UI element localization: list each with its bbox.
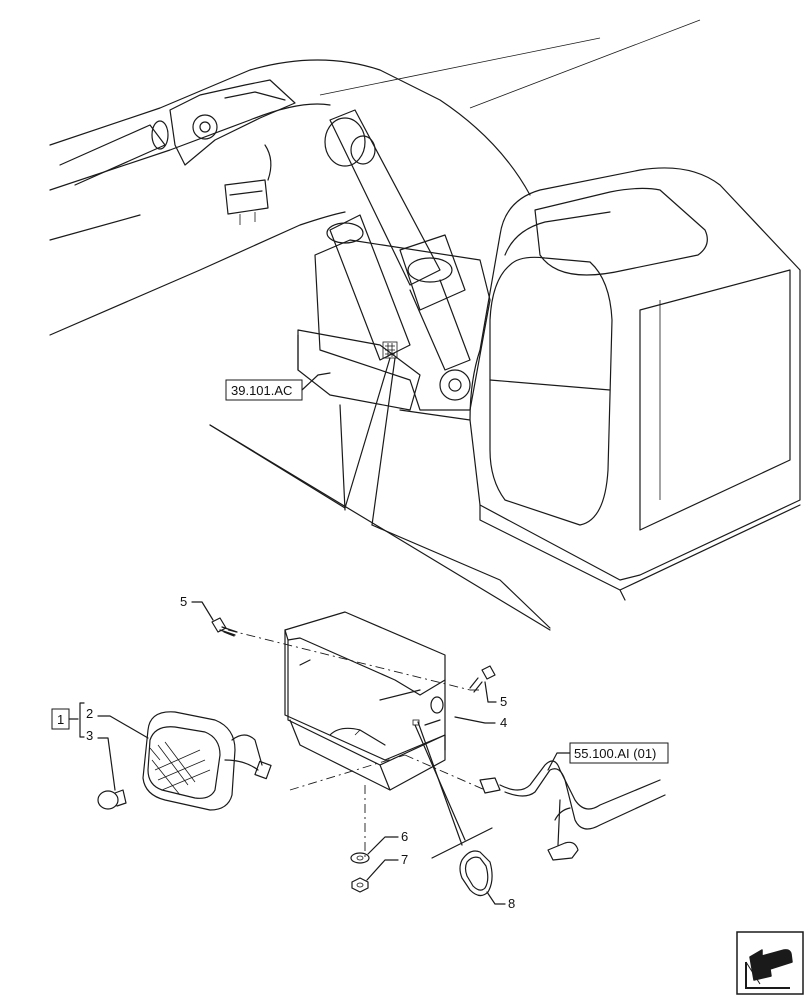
- reference-label-top: 39.101.AC: [231, 383, 292, 398]
- svg-text:5: 5: [180, 594, 187, 609]
- svg-text:3: 3: [86, 728, 93, 743]
- svg-text:2: 2: [86, 706, 93, 721]
- callout-3: 3: [86, 728, 116, 791]
- next-page-arrow-icon[interactable]: [736, 931, 804, 995]
- exploded-detail: [97, 611, 666, 897]
- callout-5-left: 5: [180, 594, 214, 621]
- reference-55-100-ai[interactable]: 55.100.AI (01): [547, 742, 669, 771]
- callout-6: 6: [367, 829, 408, 855]
- machine-illustration: [49, 19, 801, 631]
- callout-group-1: 1: [51, 702, 85, 738]
- callout-8: 8: [486, 891, 515, 911]
- reference-label-harness: 55.100.AI (01): [574, 746, 656, 761]
- callout-1: 1: [57, 712, 64, 727]
- svg-text:6: 6: [401, 829, 408, 844]
- svg-text:7: 7: [401, 852, 408, 867]
- callout-4: 4: [454, 715, 507, 730]
- callout-7: 7: [366, 852, 408, 881]
- callout-5-right: 5: [484, 681, 507, 709]
- svg-text:8: 8: [508, 896, 515, 911]
- svg-text:5: 5: [500, 694, 507, 709]
- svg-text:4: 4: [500, 715, 507, 730]
- callout-2: 2: [86, 706, 149, 739]
- reference-39-101-ac[interactable]: 39.101.AC: [225, 372, 331, 401]
